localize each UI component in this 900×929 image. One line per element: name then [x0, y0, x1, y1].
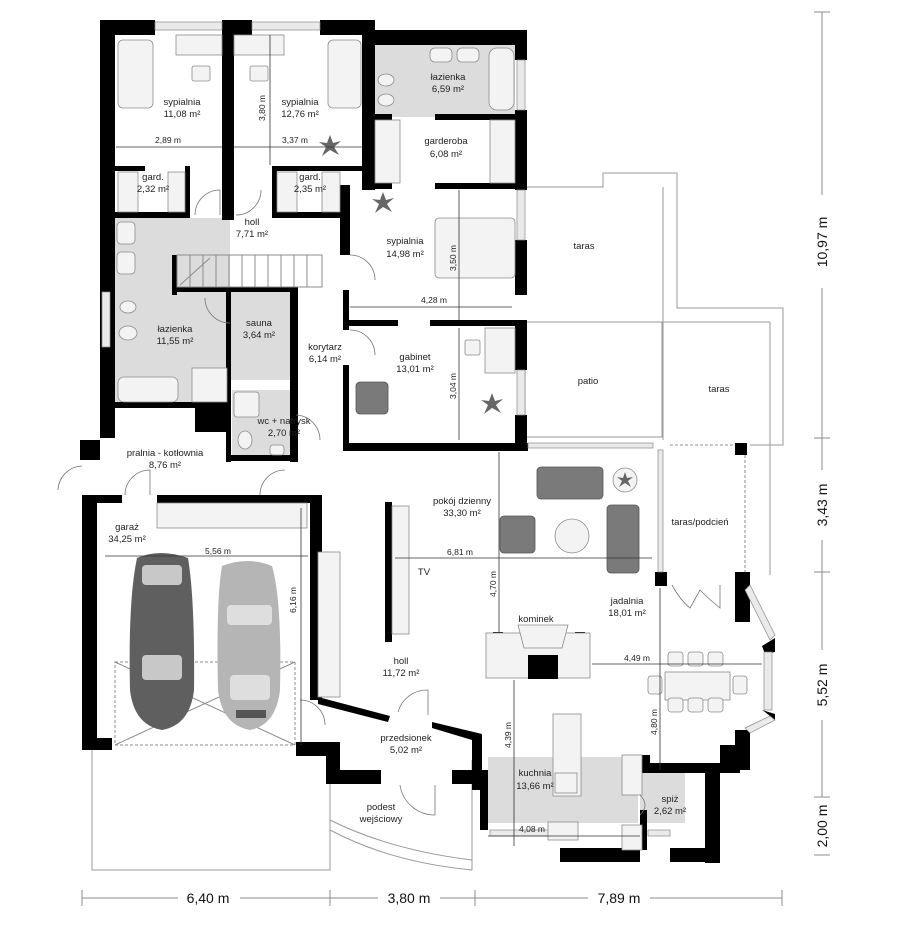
car-light: [217, 561, 281, 730]
patio-label: patio: [578, 376, 599, 387]
dim-dining-width: 4,49 m: [624, 653, 650, 663]
room-wardrobe-area: 6,08 m²: [430, 149, 462, 160]
dimension-lines: [105, 35, 762, 846]
room-hall-upper-area: 7,71 m²: [236, 229, 268, 240]
room-laundry-name: pralnia - kotłownia: [127, 448, 204, 459]
dim-bedroom1-width: 2,89 m: [155, 135, 181, 145]
room-closet2-name: gard.: [299, 172, 321, 183]
dim-kitchen-width: 4,08 m: [519, 824, 545, 834]
room-bathroom-main-name: łazienka: [158, 324, 194, 335]
room-entry-landing-name2: wejściowy: [359, 814, 403, 825]
windows: [101, 21, 776, 837]
room-bedroom3-name: sypialnia: [387, 236, 425, 247]
walls: [80, 20, 775, 863]
plant-icon: [481, 393, 503, 414]
plant-icons: [319, 135, 638, 493]
room-bedroom2-area: 12,76 m²: [281, 109, 319, 120]
dim-garage-width: 5,56 m: [205, 546, 231, 556]
room-labels: sypialnia 11,08 m² 2,89 m sypialnia 12,7…: [108, 72, 730, 834]
dim-right-1: 10,97 m: [814, 217, 830, 268]
terrace1-label: taras: [573, 241, 594, 252]
room-living-name: pokój dzienny: [433, 496, 491, 507]
room-corridor-name: korytarz: [308, 342, 342, 353]
dim-bottom-2: 3,80 m: [388, 890, 431, 906]
room-closet1-area: 2,32 m²: [137, 184, 169, 195]
room-kitchen-area: 13,66 m²: [516, 781, 554, 792]
tv-label: TV: [418, 567, 431, 578]
plant-icon: [319, 135, 341, 156]
dim-right-3: 5,52 m: [814, 664, 830, 707]
room-hall-upper-name: holl: [245, 217, 260, 228]
furniture: [114, 34, 748, 851]
room-office-name: gabinet: [399, 352, 431, 363]
dim-living-height: 4,70 m: [488, 571, 498, 597]
dim-bedroom3-height: 3,50 m: [448, 245, 458, 271]
dim-right-2: 3,43 m: [814, 484, 830, 527]
room-hall-lower-area: 11,72 m²: [383, 668, 420, 679]
plant-icon: [372, 192, 394, 213]
room-entry-landing-name: podest: [367, 802, 396, 813]
room-bathroom-upper-name: łazienka: [431, 72, 467, 83]
room-closet2-area: 2,35 m²: [294, 184, 326, 195]
doors: [57, 189, 721, 816]
room-bathroom-upper-area: 6,59 m²: [432, 84, 464, 95]
car-dark: [129, 553, 195, 730]
room-pantry-name: spiż: [662, 794, 679, 805]
room-laundry-area: 8,76 m²: [149, 460, 181, 471]
room-hall-lower-name: holl: [394, 656, 409, 667]
terrace-porch-label: taras/podcień: [671, 517, 728, 528]
room-wardrobe-name: garderoba: [424, 136, 468, 147]
room-sauna-area: 3,64 m²: [243, 330, 275, 341]
dim-garage-height: 6,16 m: [288, 587, 298, 613]
room-garage-name: garaż: [115, 522, 139, 533]
room-kitchen-name: kuchnia: [519, 768, 552, 779]
room-office-area: 13,01 m²: [396, 364, 434, 375]
garage-cars: [129, 553, 281, 730]
dim-bottom-3: 7,89 m: [598, 890, 641, 906]
plant-icon: [612, 467, 638, 493]
room-bedroom3-area: 14,98 m²: [386, 249, 424, 260]
dim-bedroom2-width: 3,37 m: [282, 135, 308, 145]
outer-dimensions-right: 10,97 m 3,43 m 5,52 m 2,00 m: [814, 11, 830, 856]
room-living-area: 33,30 m²: [443, 508, 481, 519]
room-closet1-name: gard.: [142, 172, 164, 183]
room-bathroom-main-area: 11,55 m²: [157, 336, 194, 347]
room-vestibule-name: przedsionek: [380, 733, 431, 744]
dim-kitchen-height: 4,39 m: [503, 722, 513, 748]
dim-right-4: 2,00 m: [814, 805, 830, 848]
room-dining-name: jadalnia: [610, 596, 644, 607]
dim-living-width: 6,81 m: [447, 547, 473, 557]
room-wc-area: 2,70 m²: [268, 428, 300, 439]
dim-bedroom3-width: 4,28 m: [421, 295, 447, 305]
room-bedroom1-name: sypialnia: [164, 97, 202, 108]
room-corridor-area: 6,14 m²: [309, 354, 341, 365]
room-garage-area: 34,25 m²: [108, 534, 146, 545]
room-pantry-area: 2,62 m²: [654, 806, 686, 817]
dim-dining-height: 4,80 m: [649, 709, 659, 735]
dim-bedroom2-height: 3,80 m: [257, 95, 267, 121]
dim-bottom-1: 6,40 m: [187, 890, 230, 906]
dim-office-height: 3,04 m: [448, 373, 458, 399]
outer-dimensions-bottom: 6,40 m 3,80 m 7,89 m: [81, 890, 783, 906]
room-vestibule-area: 5,02 m²: [390, 745, 422, 756]
terrace2-label: taras: [708, 384, 729, 395]
room-sauna-name: sauna: [246, 318, 273, 329]
room-wc-name: wc + natrysk: [256, 416, 310, 427]
room-dining-area: 18,01 m²: [608, 608, 646, 619]
room-bedroom1-area: 11,08 m²: [164, 109, 201, 120]
room-bedroom2-name: sypialnia: [282, 97, 320, 108]
staircase: [176, 254, 323, 288]
fireplace-label: kominek: [518, 614, 554, 625]
